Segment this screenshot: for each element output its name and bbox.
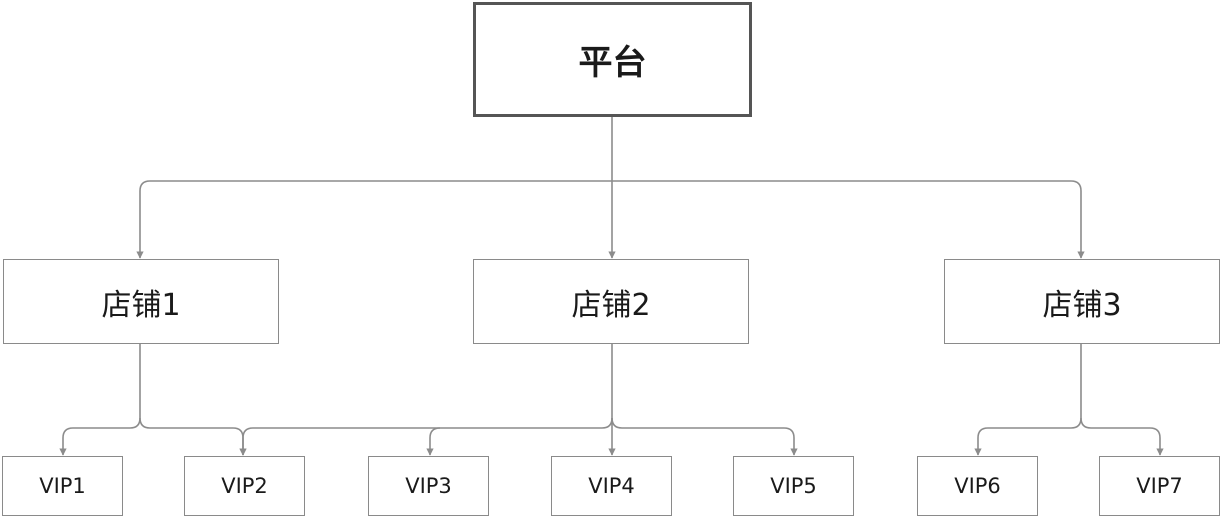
root-node-label: 平台 xyxy=(578,43,647,83)
store-node-1: 店铺1 xyxy=(3,259,279,344)
connector-root-store1 xyxy=(136,180,612,259)
vip-node-3: VIP3 xyxy=(368,456,489,516)
connector-store3-vip7 xyxy=(1080,417,1164,456)
vip-node-2: VIP2 xyxy=(184,456,305,516)
store-node-2: 店铺2 xyxy=(473,259,749,344)
vip-node-5: VIP5 xyxy=(733,456,854,516)
vip-node-label: VIP5 xyxy=(770,474,817,498)
vip-node-label: VIP3 xyxy=(405,474,452,498)
store-node-label: 店铺3 xyxy=(1042,287,1122,323)
connector-store2-vip3 xyxy=(426,427,441,456)
vip-node-1: VIP1 xyxy=(2,456,123,516)
root-node-platform: 平台 xyxy=(473,2,752,117)
connector-store1-vip1 xyxy=(59,344,141,456)
vip-node-label: VIP6 xyxy=(954,474,1001,498)
vip-node-label: VIP2 xyxy=(221,474,268,498)
connector-store2-vip2 xyxy=(239,417,613,456)
vip-node-7: VIP7 xyxy=(1099,456,1220,516)
vip-node-label: VIP4 xyxy=(588,474,635,498)
vip-node-label: VIP7 xyxy=(1136,474,1183,498)
vip-node-4: VIP4 xyxy=(551,456,672,516)
store-node-label: 店铺2 xyxy=(571,287,651,323)
connector-root-store3 xyxy=(612,180,1085,259)
vip-node-label: VIP1 xyxy=(39,474,86,498)
vip-node-6: VIP6 xyxy=(917,456,1038,516)
connector-store1-vip2 xyxy=(139,417,247,456)
store-node-label: 店铺1 xyxy=(101,287,181,323)
connector-store3-vip6 xyxy=(974,344,1082,456)
store-node-3: 店铺3 xyxy=(944,259,1220,344)
connector-store2-vip5 xyxy=(611,417,798,456)
